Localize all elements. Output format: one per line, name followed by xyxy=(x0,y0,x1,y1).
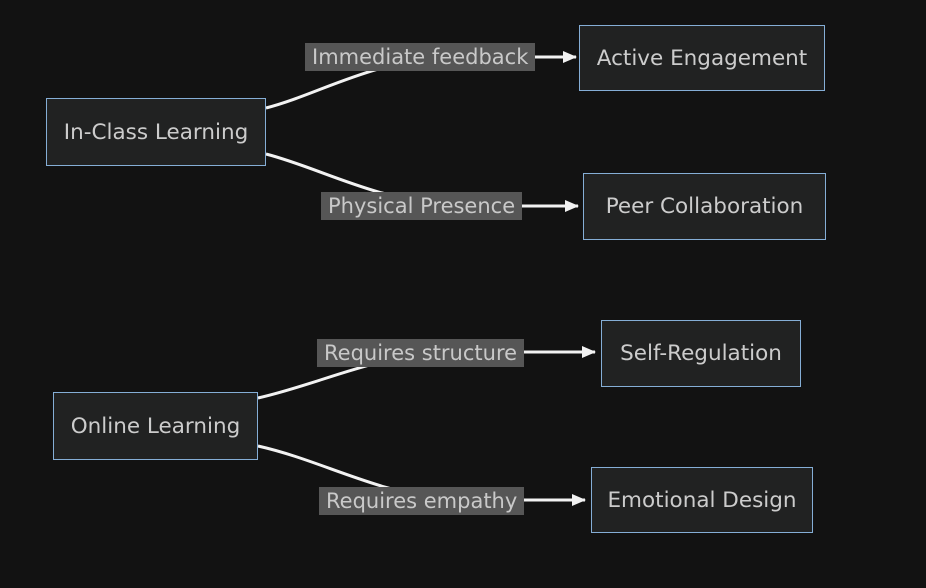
edge-label-immediate-feedback: Immediate feedback xyxy=(305,43,536,71)
edge-label-requires-empathy: Requires empathy xyxy=(319,487,525,515)
node-in-class-learning: In-Class Learning xyxy=(46,98,266,166)
node-self-regulation: Self-Regulation xyxy=(601,320,801,387)
node-emotional-design: Emotional Design xyxy=(591,467,813,533)
node-online-learning: Online Learning xyxy=(53,392,258,460)
edge-label-requires-structure: Requires structure xyxy=(317,339,525,367)
node-peer-collaboration: Peer Collaboration xyxy=(583,173,826,240)
node-active-engagement: Active Engagement xyxy=(579,25,825,91)
edge-label-physical-presence: Physical Presence xyxy=(321,192,523,220)
